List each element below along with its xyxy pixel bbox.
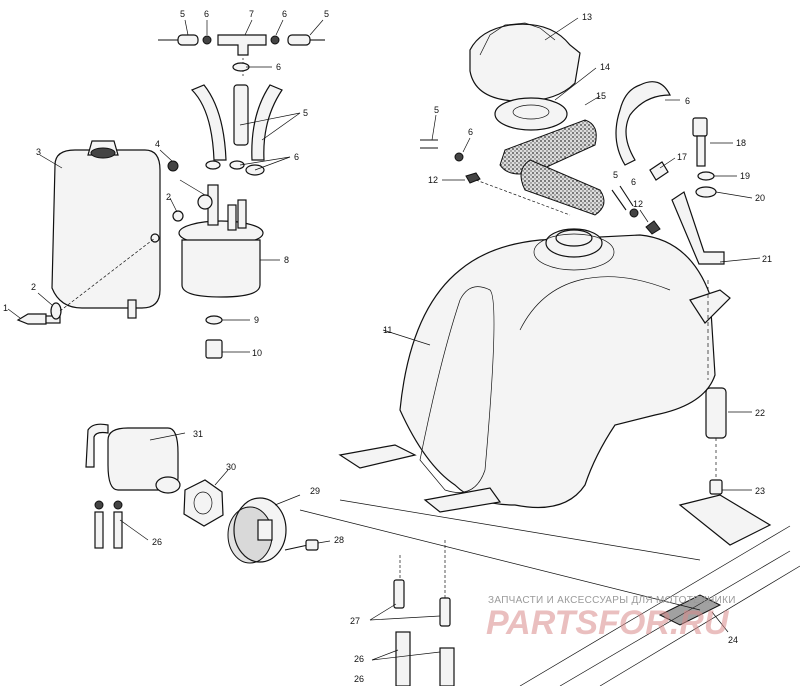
drain-hose-right [420, 114, 471, 162]
callout-5: 5 [434, 105, 439, 115]
fuel-lines-lower [369, 540, 455, 686]
watermark: ЗАПЧАСТИ И АКСЕССУАРЫ ДЛЯ МОТОТЕХНИКИ PA… [486, 595, 736, 642]
cap-gasket [494, 67, 597, 131]
callout-11: 11 [383, 325, 392, 335]
callout-7: 7 [249, 9, 254, 19]
callout-23: 23 [755, 486, 765, 496]
watermark-brand: PARTSFOR.RU [486, 604, 730, 642]
bracket-bolt-set [692, 117, 753, 199]
callout-13: 13 [582, 12, 592, 22]
callout-5: 5 [303, 108, 308, 118]
chassis-frame [299, 494, 800, 686]
watermark-tagline: ЗАПЧАСТИ И АКСЕССУАРЫ ДЛЯ МОТОТЕХНИКИ [488, 595, 736, 606]
callout-5: 5 [613, 170, 618, 180]
mounting-screw [284, 539, 331, 551]
callout-labels: 1 2 2 3 4 5 6 7 6 5 6 5 6 8 9 10 11 12 1… [3, 9, 772, 684]
center-hose [611, 185, 639, 218]
callout-31: 31 [193, 429, 203, 439]
tank-bracket [671, 191, 761, 380]
callout-10: 10 [252, 348, 262, 358]
callout-26: 26 [152, 537, 162, 547]
pump-cover [227, 494, 301, 564]
callout-21: 21 [762, 254, 772, 264]
callout-6: 6 [282, 9, 287, 19]
callout-29: 29 [310, 486, 320, 496]
callout-30: 30 [226, 462, 236, 472]
fuel-lines-left [94, 500, 149, 549]
callout-6: 6 [685, 96, 690, 106]
filler-strainer [499, 95, 605, 216]
callout-9: 9 [254, 315, 259, 325]
callout-4: 4 [155, 139, 160, 149]
hose-tee-assembly [158, 19, 325, 78]
fuel-pump [85, 423, 186, 494]
fuel-filter [159, 149, 280, 298]
vent-hoses [190, 62, 301, 176]
bolt-and-washer [7, 237, 156, 325]
callout-27: 27 [350, 616, 360, 626]
fuel-cap [469, 17, 581, 102]
oil-reservoir [39, 140, 161, 319]
vent-fittings [442, 172, 661, 235]
callout-24: 24 [728, 635, 738, 645]
callout-12: 12 [428, 175, 438, 185]
callout-6: 6 [204, 9, 209, 19]
vent-hose-right [615, 81, 680, 181]
fuel-tank [338, 228, 731, 513]
callout-2: 2 [166, 192, 171, 202]
callout-15: 15 [596, 91, 606, 101]
callout-6: 6 [294, 152, 299, 162]
callout-3: 3 [36, 147, 41, 157]
mount-grommets [705, 387, 752, 495]
callout-12: 12 [633, 199, 643, 209]
pump-gasket [183, 469, 229, 527]
callout-5: 5 [324, 9, 329, 19]
callout-6: 6 [276, 62, 281, 72]
callout-20: 20 [755, 193, 765, 203]
callout-2: 2 [31, 282, 36, 292]
callout-17: 17 [677, 152, 687, 162]
callout-18: 18 [736, 138, 746, 148]
callout-1: 1 [3, 303, 8, 313]
callout-19: 19 [740, 171, 750, 181]
callout-26: 26 [354, 654, 364, 664]
callout-5: 5 [180, 9, 185, 19]
callout-6: 6 [631, 177, 636, 187]
drain-washer-bolt [205, 315, 250, 359]
callout-28: 28 [334, 535, 344, 545]
callout-26: 26 [354, 674, 364, 684]
callout-8: 8 [284, 255, 289, 265]
callout-22: 22 [755, 408, 765, 418]
callout-14: 14 [600, 62, 610, 72]
callout-6: 6 [468, 127, 473, 137]
